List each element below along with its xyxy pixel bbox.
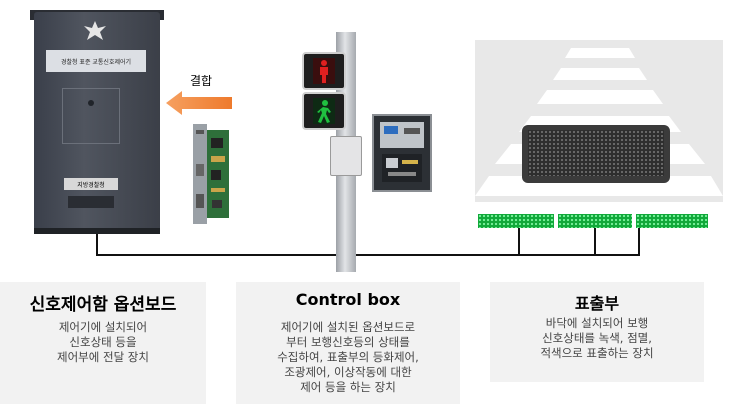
police-emblem-icon (84, 21, 106, 40)
signal-controller-cabinet (34, 12, 160, 232)
section-desc-display: 바닥에 설치되어 보행 신호상태를 녹색, 점멸, 적색으로 표출하는 장치 (540, 316, 654, 360)
wire-led-3 (638, 228, 640, 256)
left-arrow-icon (166, 91, 232, 115)
cabinet-label: 지방경찰청 (64, 178, 118, 190)
cabinet-vent (68, 196, 114, 208)
cabinet-lock-icon (88, 100, 94, 106)
section-title-control-box: Control box (295, 290, 401, 309)
crosswalk-photo (475, 40, 723, 202)
wire-right-horizontal (350, 254, 640, 256)
wire-led-1 (518, 228, 520, 256)
text-panel-right (490, 282, 704, 382)
text-panel-left (0, 282, 206, 404)
cabinet-strip-label: 경찰청 표준 교통신호제어기 (46, 50, 146, 72)
option-board-icon (193, 124, 229, 224)
led-strip-1 (478, 214, 554, 228)
control-box-internals (372, 114, 432, 192)
pedestrian-stop-icon (313, 58, 335, 84)
circuit-board-icon (380, 122, 424, 182)
pedestrian-red-signal (302, 52, 346, 90)
section-title-option-board: 신호제어함 옵션보드 (29, 295, 177, 315)
section-desc-control-box: 제어기에 설치된 옵션보드로 부터 보행신호등의 상태를 수집하여, 표출부의 … (277, 320, 419, 394)
pedestrian-green-signal (302, 92, 346, 130)
section-title-display: 표출부 (574, 294, 620, 313)
led-strip-2 (558, 214, 632, 228)
wire-left-drop (96, 234, 98, 256)
text-panel-center (236, 282, 460, 404)
combine-label: 결합 (190, 74, 213, 88)
cabinet-base (34, 228, 160, 234)
cabinet-door-panel (62, 88, 120, 144)
wire-led-2 (594, 228, 596, 256)
pedestrian-walk-icon (313, 98, 335, 124)
control-box-enclosure (330, 136, 362, 176)
wire-left-horizontal (96, 254, 344, 256)
led-strip-3 (636, 214, 708, 228)
floor-display-led-matrix (528, 130, 664, 176)
section-desc-option-board: 제어기에 설치되어 신호상태 등을 제어부에 전달 장치 (57, 320, 149, 364)
